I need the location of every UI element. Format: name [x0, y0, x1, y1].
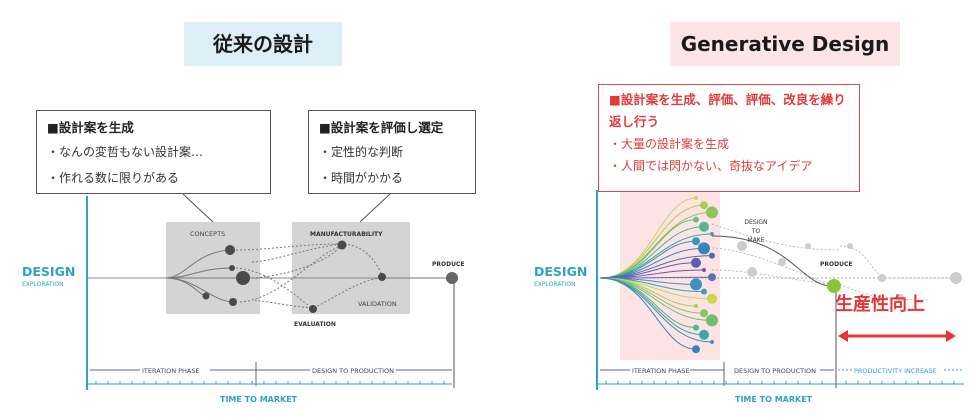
fan-node: [691, 257, 701, 268]
fan-node: [700, 309, 708, 318]
gray-option-node: [805, 243, 811, 249]
concept-node: [229, 298, 237, 306]
produce-node-green: [827, 279, 841, 293]
gray-option-node: [737, 241, 747, 251]
concept-node: [202, 292, 210, 300]
evaluation-label: EVALUATION: [294, 321, 336, 328]
validation-label: VALIDATION: [358, 300, 397, 308]
callout-evaluate-pointer: [359, 193, 391, 223]
productivity-arrow-head-right: [946, 330, 956, 342]
produce-label: PRODUCE: [432, 261, 464, 268]
callout-create-item: ・なんの変哲もない設計案…: [47, 145, 204, 159]
manufacturability-node: [337, 240, 347, 250]
callout-gd-head: ■設計案を生成、評価、評価、改良を繰り返し行う: [609, 92, 846, 129]
exploration-label: EXPLORATION: [534, 281, 576, 288]
design-to-make-label-3: MAKE: [747, 237, 764, 244]
fan-node: [692, 345, 700, 354]
fan-node: [700, 201, 708, 210]
productivity-increase-callout: 生産性向上: [835, 294, 925, 315]
validation-node: [378, 273, 386, 281]
fan-node: [707, 293, 717, 304]
concept-node: [236, 271, 250, 285]
design-label: DESIGN: [22, 264, 75, 279]
design-to-make-label-1: DESIGN: [744, 219, 767, 226]
fan-node: [694, 196, 698, 200]
callout-create-head: ■設計案を生成: [47, 120, 134, 135]
fan-node: [693, 216, 699, 223]
gray-option-nodes: [737, 241, 962, 302]
concept-nodes: [202, 245, 250, 306]
callout-evaluate-designs: ■設計案を評価し選定 ・定性的な判断 ・時間がかかる: [308, 110, 476, 194]
time-axis-ticks: [605, 381, 955, 384]
generative-design-diagram: DESIGN EXPLORATION DESIGN TO MAKE PRODUC…: [534, 190, 964, 404]
fan-node: [708, 273, 716, 282]
fan-node: [706, 206, 718, 219]
fan-curve: [599, 277, 697, 350]
time-to-market-label: TIME TO MARKET: [735, 395, 813, 404]
iteration-dashed-links: [235, 243, 383, 309]
callout-gd-item: ・人間では閃かない、奇抜なアイデア: [609, 159, 813, 173]
gray-option-node: [847, 243, 853, 249]
gray-option-node: [896, 294, 904, 302]
time-axis-ticks: [95, 381, 445, 384]
evaluation-box: [292, 222, 410, 314]
produce-node: [446, 272, 458, 284]
traditional-design-diagram: DESIGN EXPLORATION CONCEPTS MANUFACTURAB…: [22, 193, 464, 404]
design-to-make-label-2: TO: [751, 228, 761, 235]
gray-option-node: [747, 267, 757, 277]
generative-design-title: Generative Design: [670, 22, 900, 66]
fan-node: [690, 278, 702, 291]
design-label: DESIGN: [534, 264, 587, 279]
callout-create-designs: ■設計案を生成 ・なんの変哲もない設計案… ・作れる数に限りがある: [36, 110, 271, 194]
generated-design-curves: [599, 197, 713, 350]
design-to-make-curve: [711, 235, 833, 287]
gray-option-node: [778, 258, 786, 266]
fan-node: [709, 252, 715, 259]
fan-node: [701, 288, 707, 295]
generated-design-nodes: [690, 196, 718, 354]
fan-node: [694, 304, 698, 308]
callout-generative-design: ■設計案を生成、評価、評価、改良を繰り返し行う ・大量の設計案を生成 ・人間では…: [598, 84, 860, 192]
gray-option-node: [950, 272, 962, 284]
callout-gd-item: ・大量の設計案を生成: [609, 137, 730, 151]
design-to-production-label: DESIGN TO PRODUCTION: [734, 367, 816, 375]
fan-node: [699, 221, 709, 232]
exploration-label: EXPLORATION: [22, 281, 64, 288]
produce-label: PRODUCE: [820, 261, 852, 268]
fan-node: [710, 232, 714, 236]
callout-create-item: ・作れる数に限りがある: [47, 171, 180, 185]
fan-node: [702, 268, 706, 272]
callout-evaluate-head: ■設計案を評価し選定: [319, 120, 444, 135]
fan-node: [710, 340, 714, 344]
concept-node: [229, 265, 235, 271]
fan-node: [692, 237, 700, 246]
fan-node: [699, 329, 709, 340]
iteration-phase-label: ITERATION PHASE: [142, 367, 200, 375]
callout-evaluate-item: ・時間がかかる: [319, 171, 404, 185]
fan-curve: [599, 197, 697, 279]
callout-evaluate-item: ・定性的な判断: [319, 145, 404, 159]
generative-design-panel: Generative Design: [490, 0, 975, 418]
design-to-production-label: DESIGN TO PRODUCTION: [312, 367, 394, 375]
concepts-box: [166, 222, 260, 314]
fan-node: [706, 314, 718, 327]
fan-node: [693, 324, 699, 331]
iteration-phase-label: ITERATION PHASE: [632, 367, 690, 375]
evaluation-node: [309, 305, 317, 313]
gray-option-node: [878, 274, 886, 282]
traditional-design-title: 従来の設計: [184, 22, 342, 66]
manufacturability-label: MANUFACTURABILITY: [310, 231, 383, 238]
callout-create-pointer: [182, 193, 214, 223]
fan-node: [698, 242, 710, 255]
concepts-label: CONCEPTS: [190, 230, 225, 238]
time-to-market-label: TIME TO MARKET: [220, 395, 298, 404]
productivity-increase-label: PRODUCTIVITY INCREASE: [854, 367, 937, 375]
traditional-design-panel: 従来の設計: [22, 22, 476, 404]
concept-node: [225, 245, 235, 255]
productivity-arrow-head-left: [838, 330, 848, 342]
